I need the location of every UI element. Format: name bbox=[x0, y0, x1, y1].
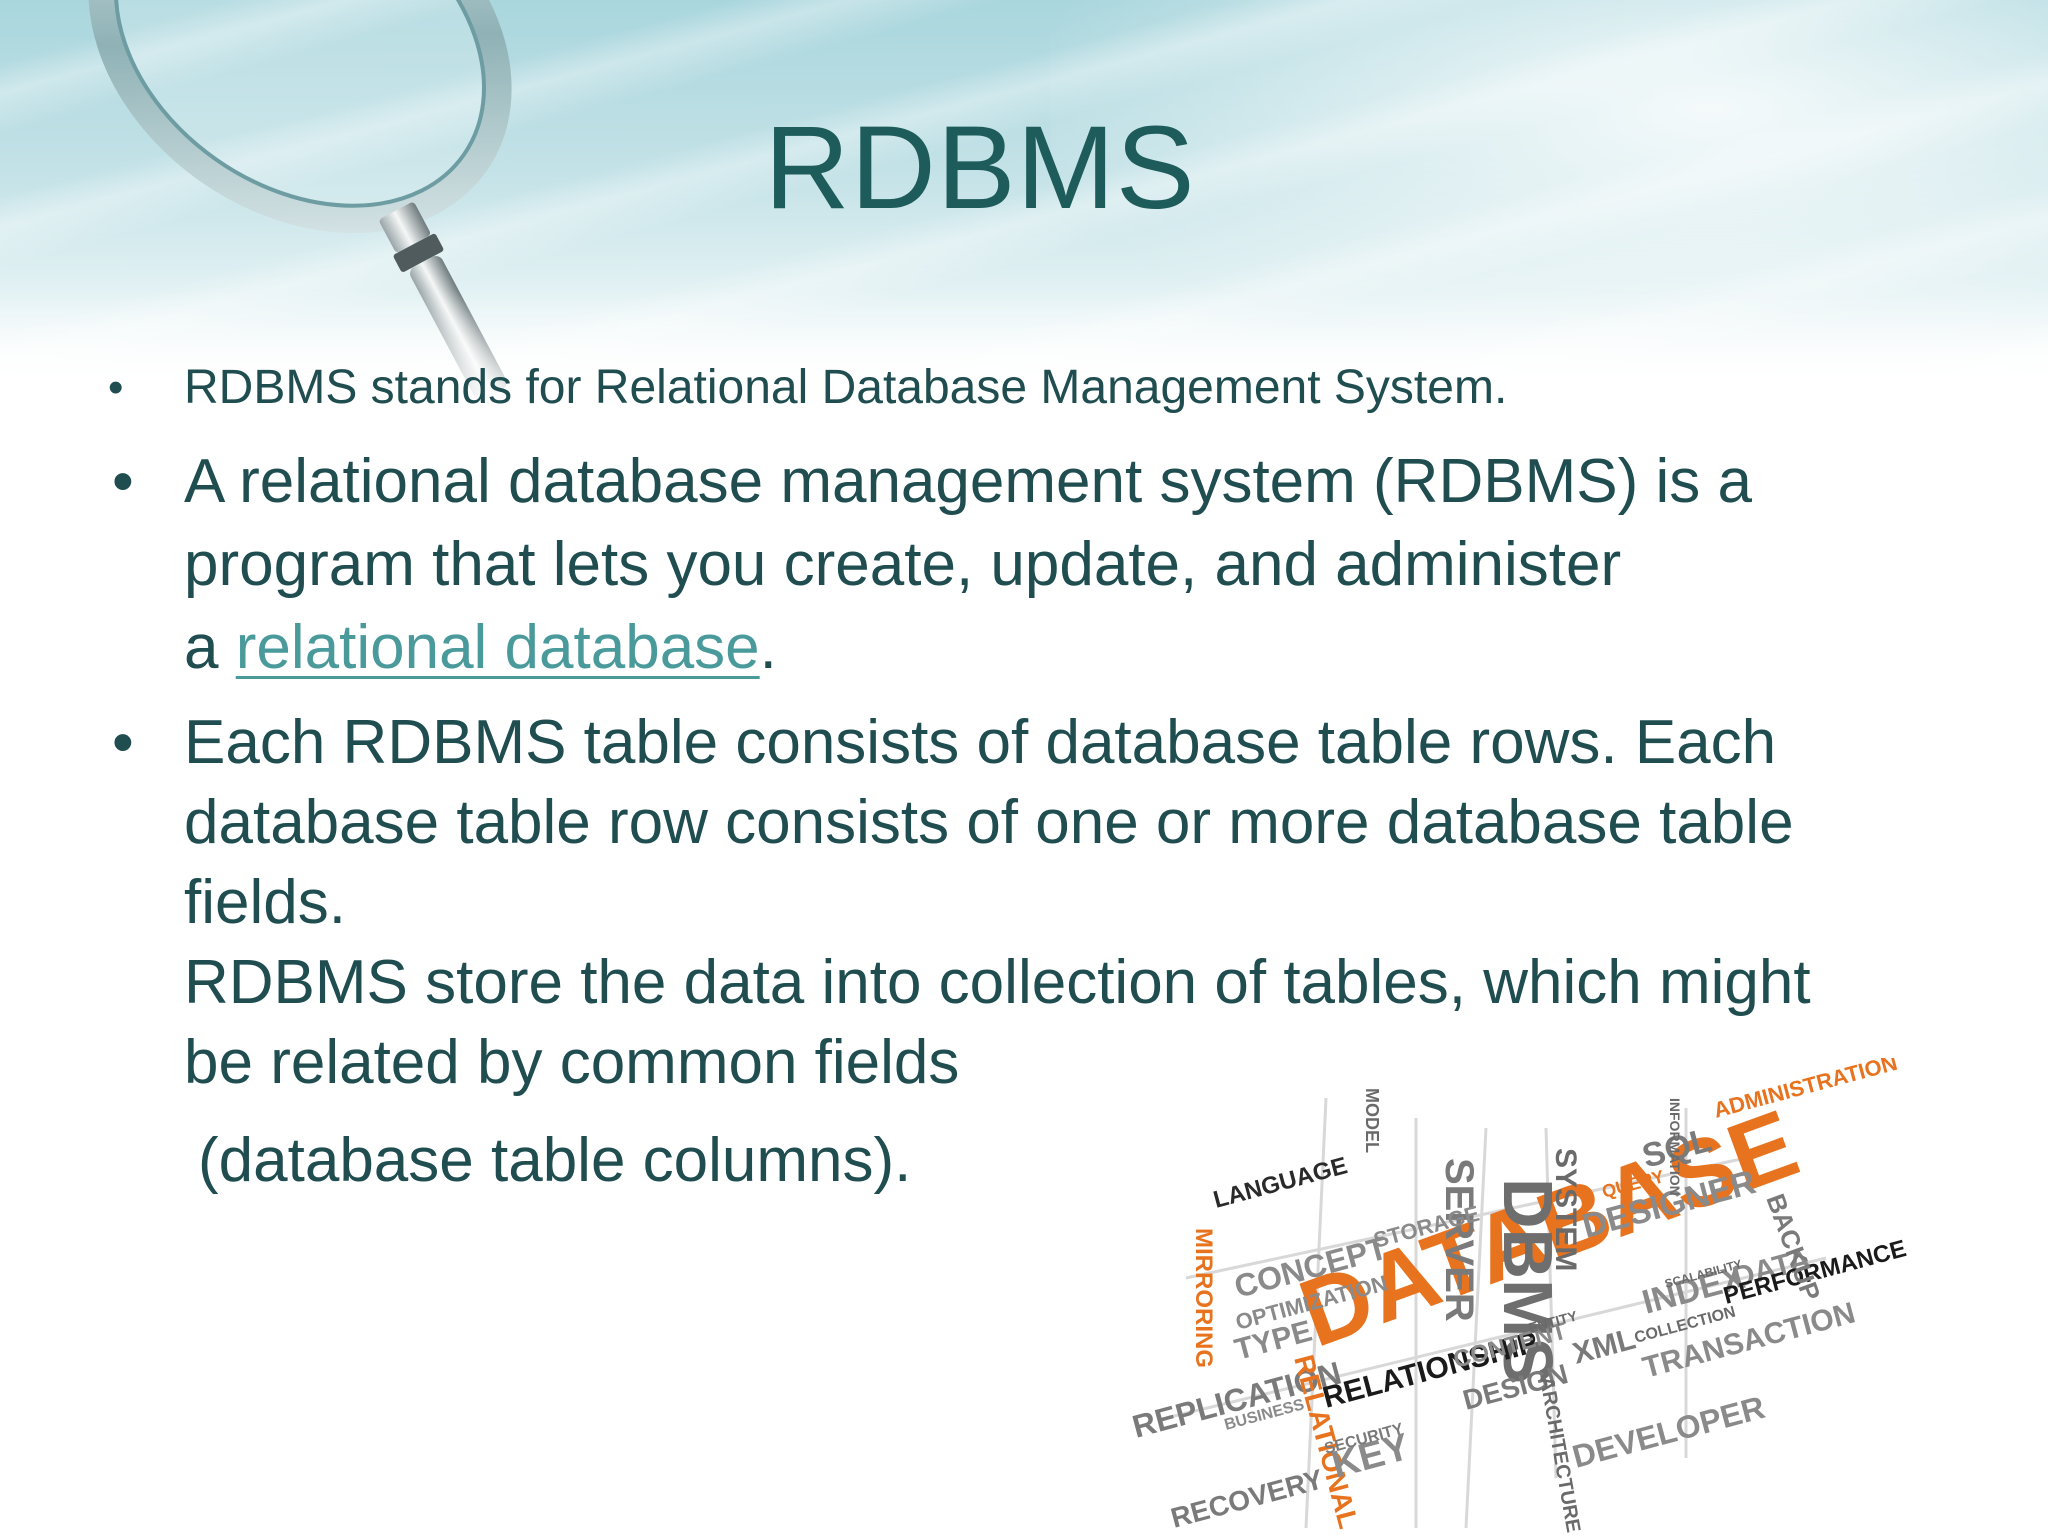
bullet-text-line: be related by common fields bbox=[184, 1028, 960, 1097]
bullet-text-line: fields. bbox=[184, 868, 346, 937]
word-cloud-line bbox=[1544, 1127, 1558, 1479]
bullet-point: • bbox=[112, 447, 134, 516]
text-prefix: a bbox=[184, 613, 236, 682]
bullet-item-3: • Each RDBMS table consists of database … bbox=[112, 703, 1984, 1201]
bullet-text: RDBMS stands for Relational Database Man… bbox=[184, 361, 1508, 414]
word-cloud-line bbox=[1464, 1127, 1488, 1529]
bullet-item-1: • RDBMS stands for Relational Database M… bbox=[108, 358, 1884, 418]
word-cloud-line bbox=[1185, 1156, 1747, 1280]
bullet-text-line: a relational database. bbox=[184, 606, 1944, 689]
bullet-text-line: program that lets you create, update, an… bbox=[184, 530, 1622, 599]
word-cloud-word: MODEL bbox=[1362, 1088, 1382, 1153]
header-fade bbox=[0, 290, 2048, 410]
bullet-text-line: Each RDBMS table consists of database ta… bbox=[184, 708, 1777, 777]
word-cloud-line bbox=[1165, 1256, 1827, 1420]
relational-database-link[interactable]: relational database bbox=[235, 613, 760, 682]
bullet-text: (database table columns). bbox=[198, 1126, 912, 1195]
bullet-item-2: • A relational database management syste… bbox=[112, 440, 1944, 689]
word-cloud-line bbox=[1304, 1097, 1328, 1529]
slide-title: RDBMS bbox=[764, 102, 1196, 234]
word-cloud-word: DBMS bbox=[1489, 1178, 1567, 1384]
bullet-text-line: A relational database management system … bbox=[184, 447, 1752, 516]
word-cloud-word: SYSTEM bbox=[1549, 1148, 1582, 1271]
bullet-point: • bbox=[112, 708, 134, 777]
text-suffix: . bbox=[759, 613, 777, 682]
bullet-text-line: (database table columns). bbox=[184, 1121, 1984, 1201]
bullet-point: • bbox=[108, 363, 124, 412]
word-cloud-word: INFORMATION bbox=[1667, 1098, 1683, 1196]
bullet-text-line: RDBMS store the data into collection of … bbox=[184, 948, 1811, 1017]
word-cloud-word: MIRRORING bbox=[1190, 1228, 1217, 1368]
bullet-text-line: database table row consists of one or mo… bbox=[184, 788, 1794, 857]
word-cloud-word: SERVER bbox=[1437, 1158, 1481, 1322]
